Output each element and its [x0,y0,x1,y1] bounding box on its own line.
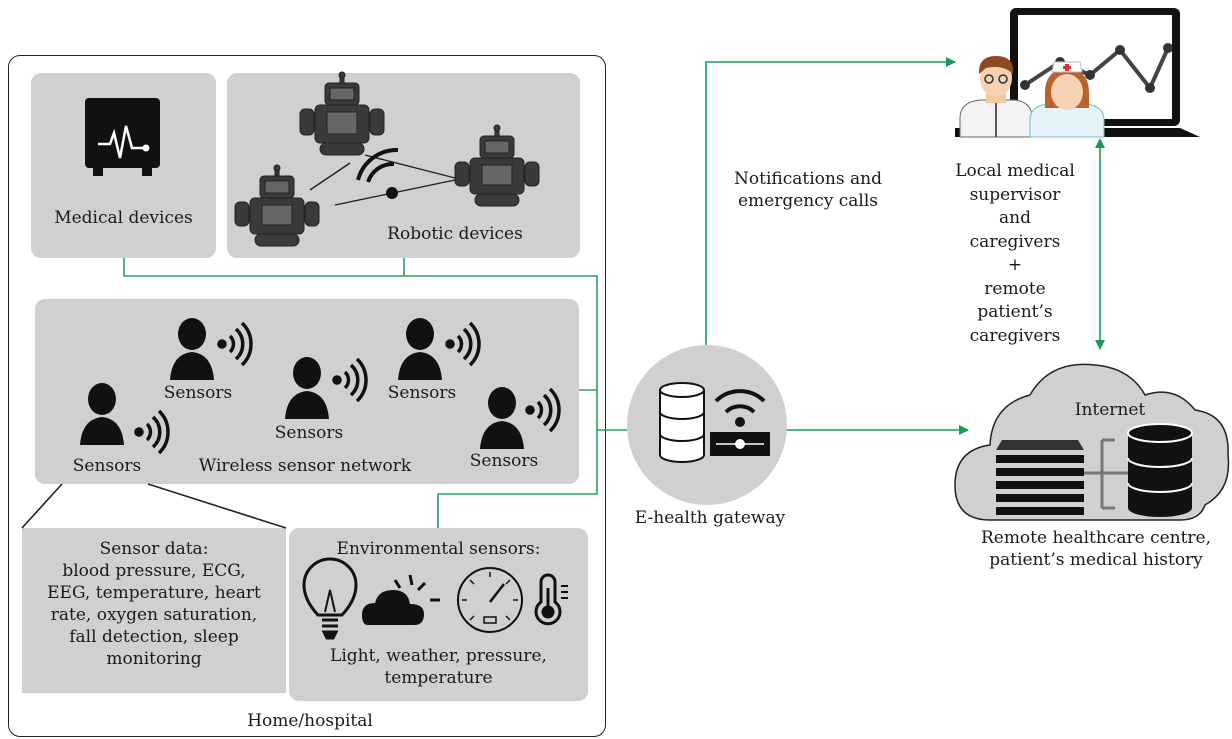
pressure-gauge-icon [457,567,523,633]
wifi-icon [356,147,399,199]
sensor-data-text: Sensor data: blood pressure, ECG, EEG, t… [47,539,261,669]
signal-waves-icon [134,321,561,455]
notifications-label: Notifications and emergency calls [734,169,882,211]
medical-devices-label: Medical devices [54,208,193,228]
gateway-node [627,345,787,505]
robotic-devices-label: Robotic devices [387,224,523,244]
sensor-label: Sensors [469,451,539,471]
home-hospital-label: Home/hospital [247,711,373,731]
wireless-network-label: Wireless sensor network [198,456,412,476]
sensor-label: Sensors [163,383,233,403]
connector-lines [123,258,628,528]
robot-link-lines [309,154,456,206]
server-stack-icon [996,440,1084,515]
sensor-data-connector [21,483,287,529]
sensor-label: Sensors [274,423,344,443]
notifications-arrow [705,57,956,345]
gateway-label: E-health gateway [634,508,786,528]
home-hospital-frame [8,55,606,737]
ecg-monitor-icon [85,98,160,176]
cloud-database-icon [1127,423,1193,517]
database-icon [659,382,705,463]
doctor-icon [959,56,1033,138]
sensor-label: Sensors [72,456,142,476]
supervisor-label: Local medical supervisor and caregivers … [955,161,1075,346]
sensor-person-icon [80,318,524,449]
light-bulb-icon [302,557,358,640]
router-icon [710,389,770,456]
robot-icon [234,71,540,247]
sensor-data-panel [22,528,286,693]
cloud-title: Internet [1074,400,1146,420]
environmental-title: Environmental sensors: [336,539,541,559]
server-db-link [1084,438,1128,510]
environmental-caption: Light, weather, pressure, temperature [330,646,547,688]
thermometer-icon [534,573,568,626]
cloud-caption: Remote healthcare centre, patient’s medi… [980,528,1212,570]
nurse-icon [1029,61,1105,138]
sensor-label: Sensors [387,383,457,403]
weather-icon [362,574,440,625]
